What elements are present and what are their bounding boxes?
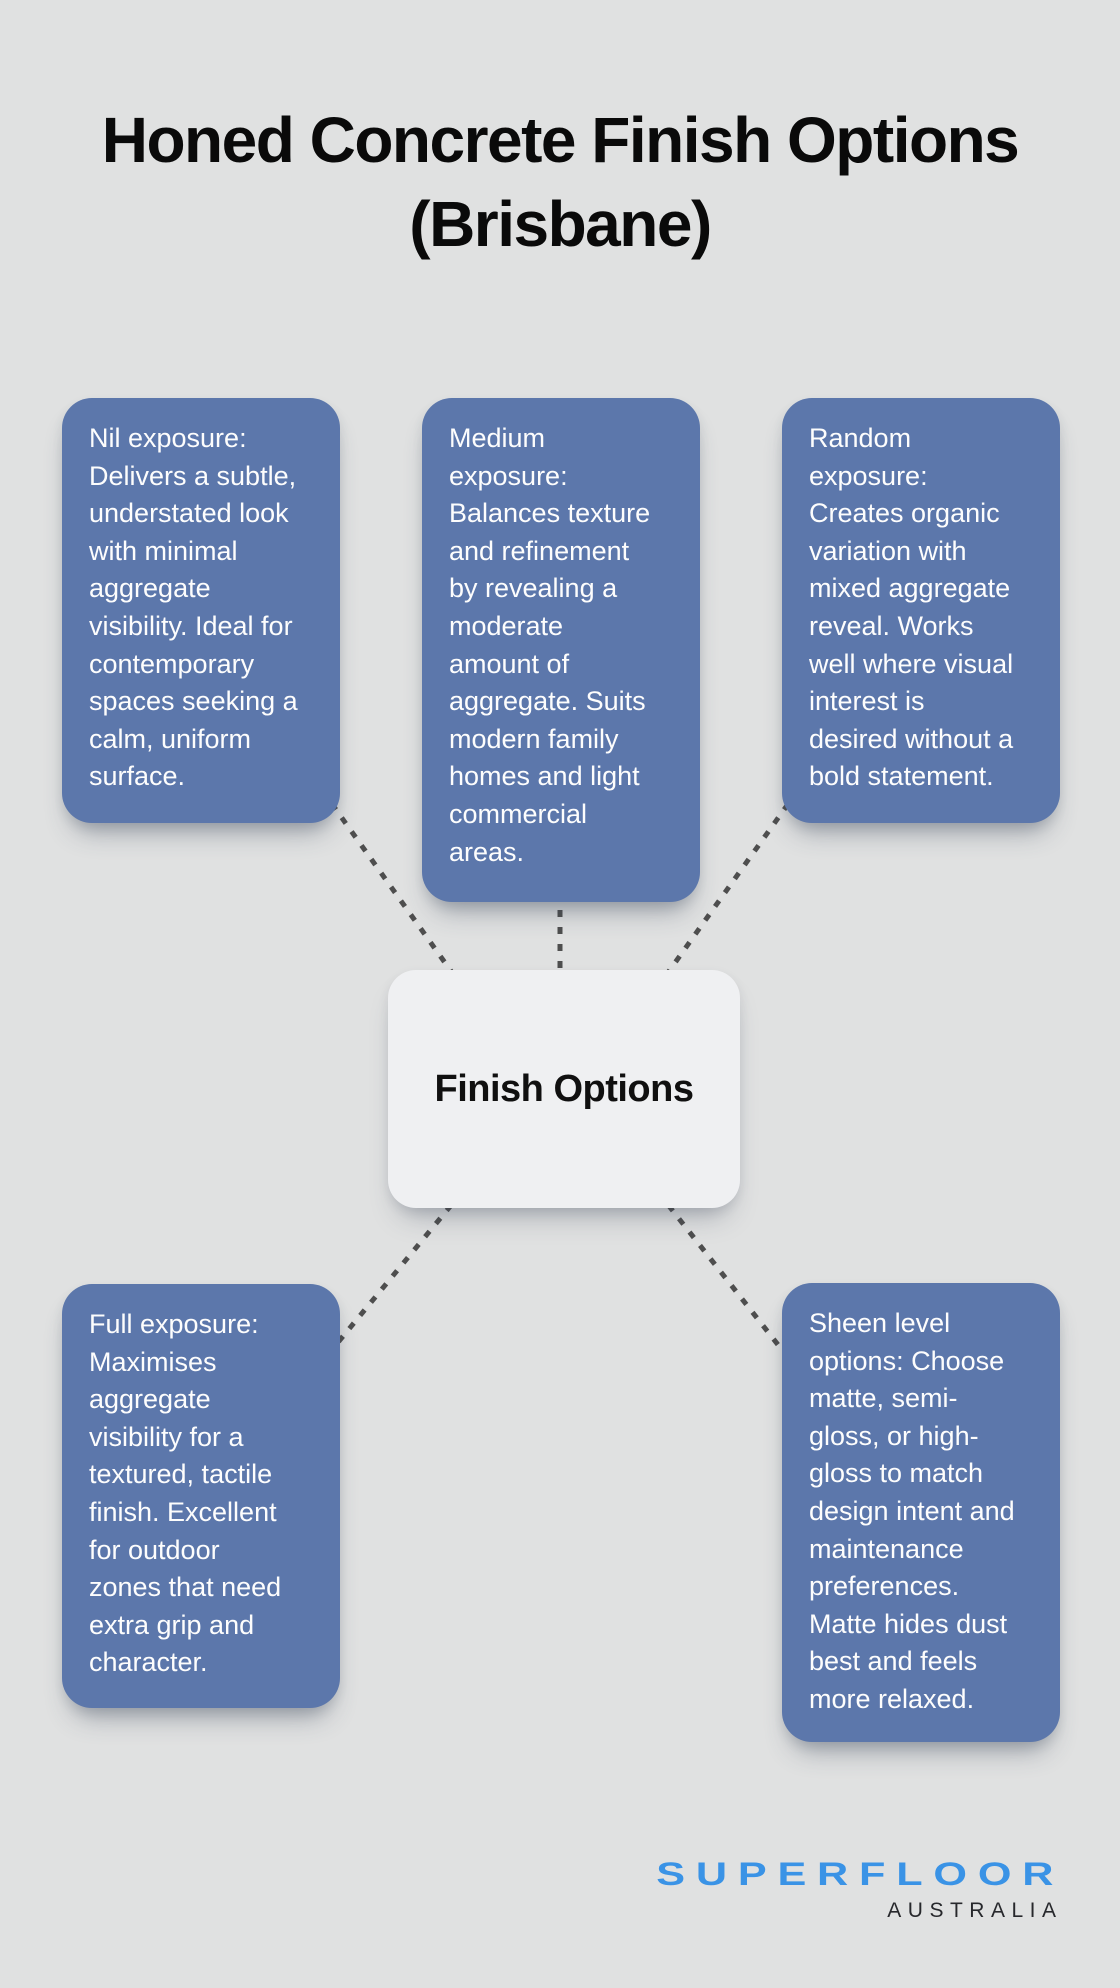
connector-sheen-level — [656, 1190, 792, 1362]
center-node: Finish Options — [388, 970, 740, 1208]
logo-brand-text: SUPERFLOOR — [655, 1856, 1064, 1892]
branch-card-nil-exposure: Nil exposure: Delivers a subtle, underst… — [62, 398, 340, 823]
company-logo: SUPERFLOOR AUSTRALIA — [656, 1856, 1056, 1923]
branch-card-full-exposure: Full exposure: Maximises aggregate visib… — [62, 1284, 340, 1708]
connector-full-exposure — [328, 1190, 464, 1354]
connector-nil-exposure — [319, 788, 471, 997]
center-node-label: Finish Options — [434, 1067, 694, 1110]
connector-random-exposure — [649, 788, 801, 997]
branch-card-medium-exposure: Medium exposure: Balances texture and re… — [422, 398, 700, 902]
branch-card-random-exposure: Random exposure: Creates organic variati… — [782, 398, 1060, 823]
branch-card-sheen-level-options: Sheen level options: Choose matte, semi-… — [782, 1283, 1060, 1742]
page-title: Honed Concrete Finish Options (Brisbane) — [101, 104, 1020, 260]
logo-region-text: AUSTRALIA — [887, 1899, 1063, 1922]
